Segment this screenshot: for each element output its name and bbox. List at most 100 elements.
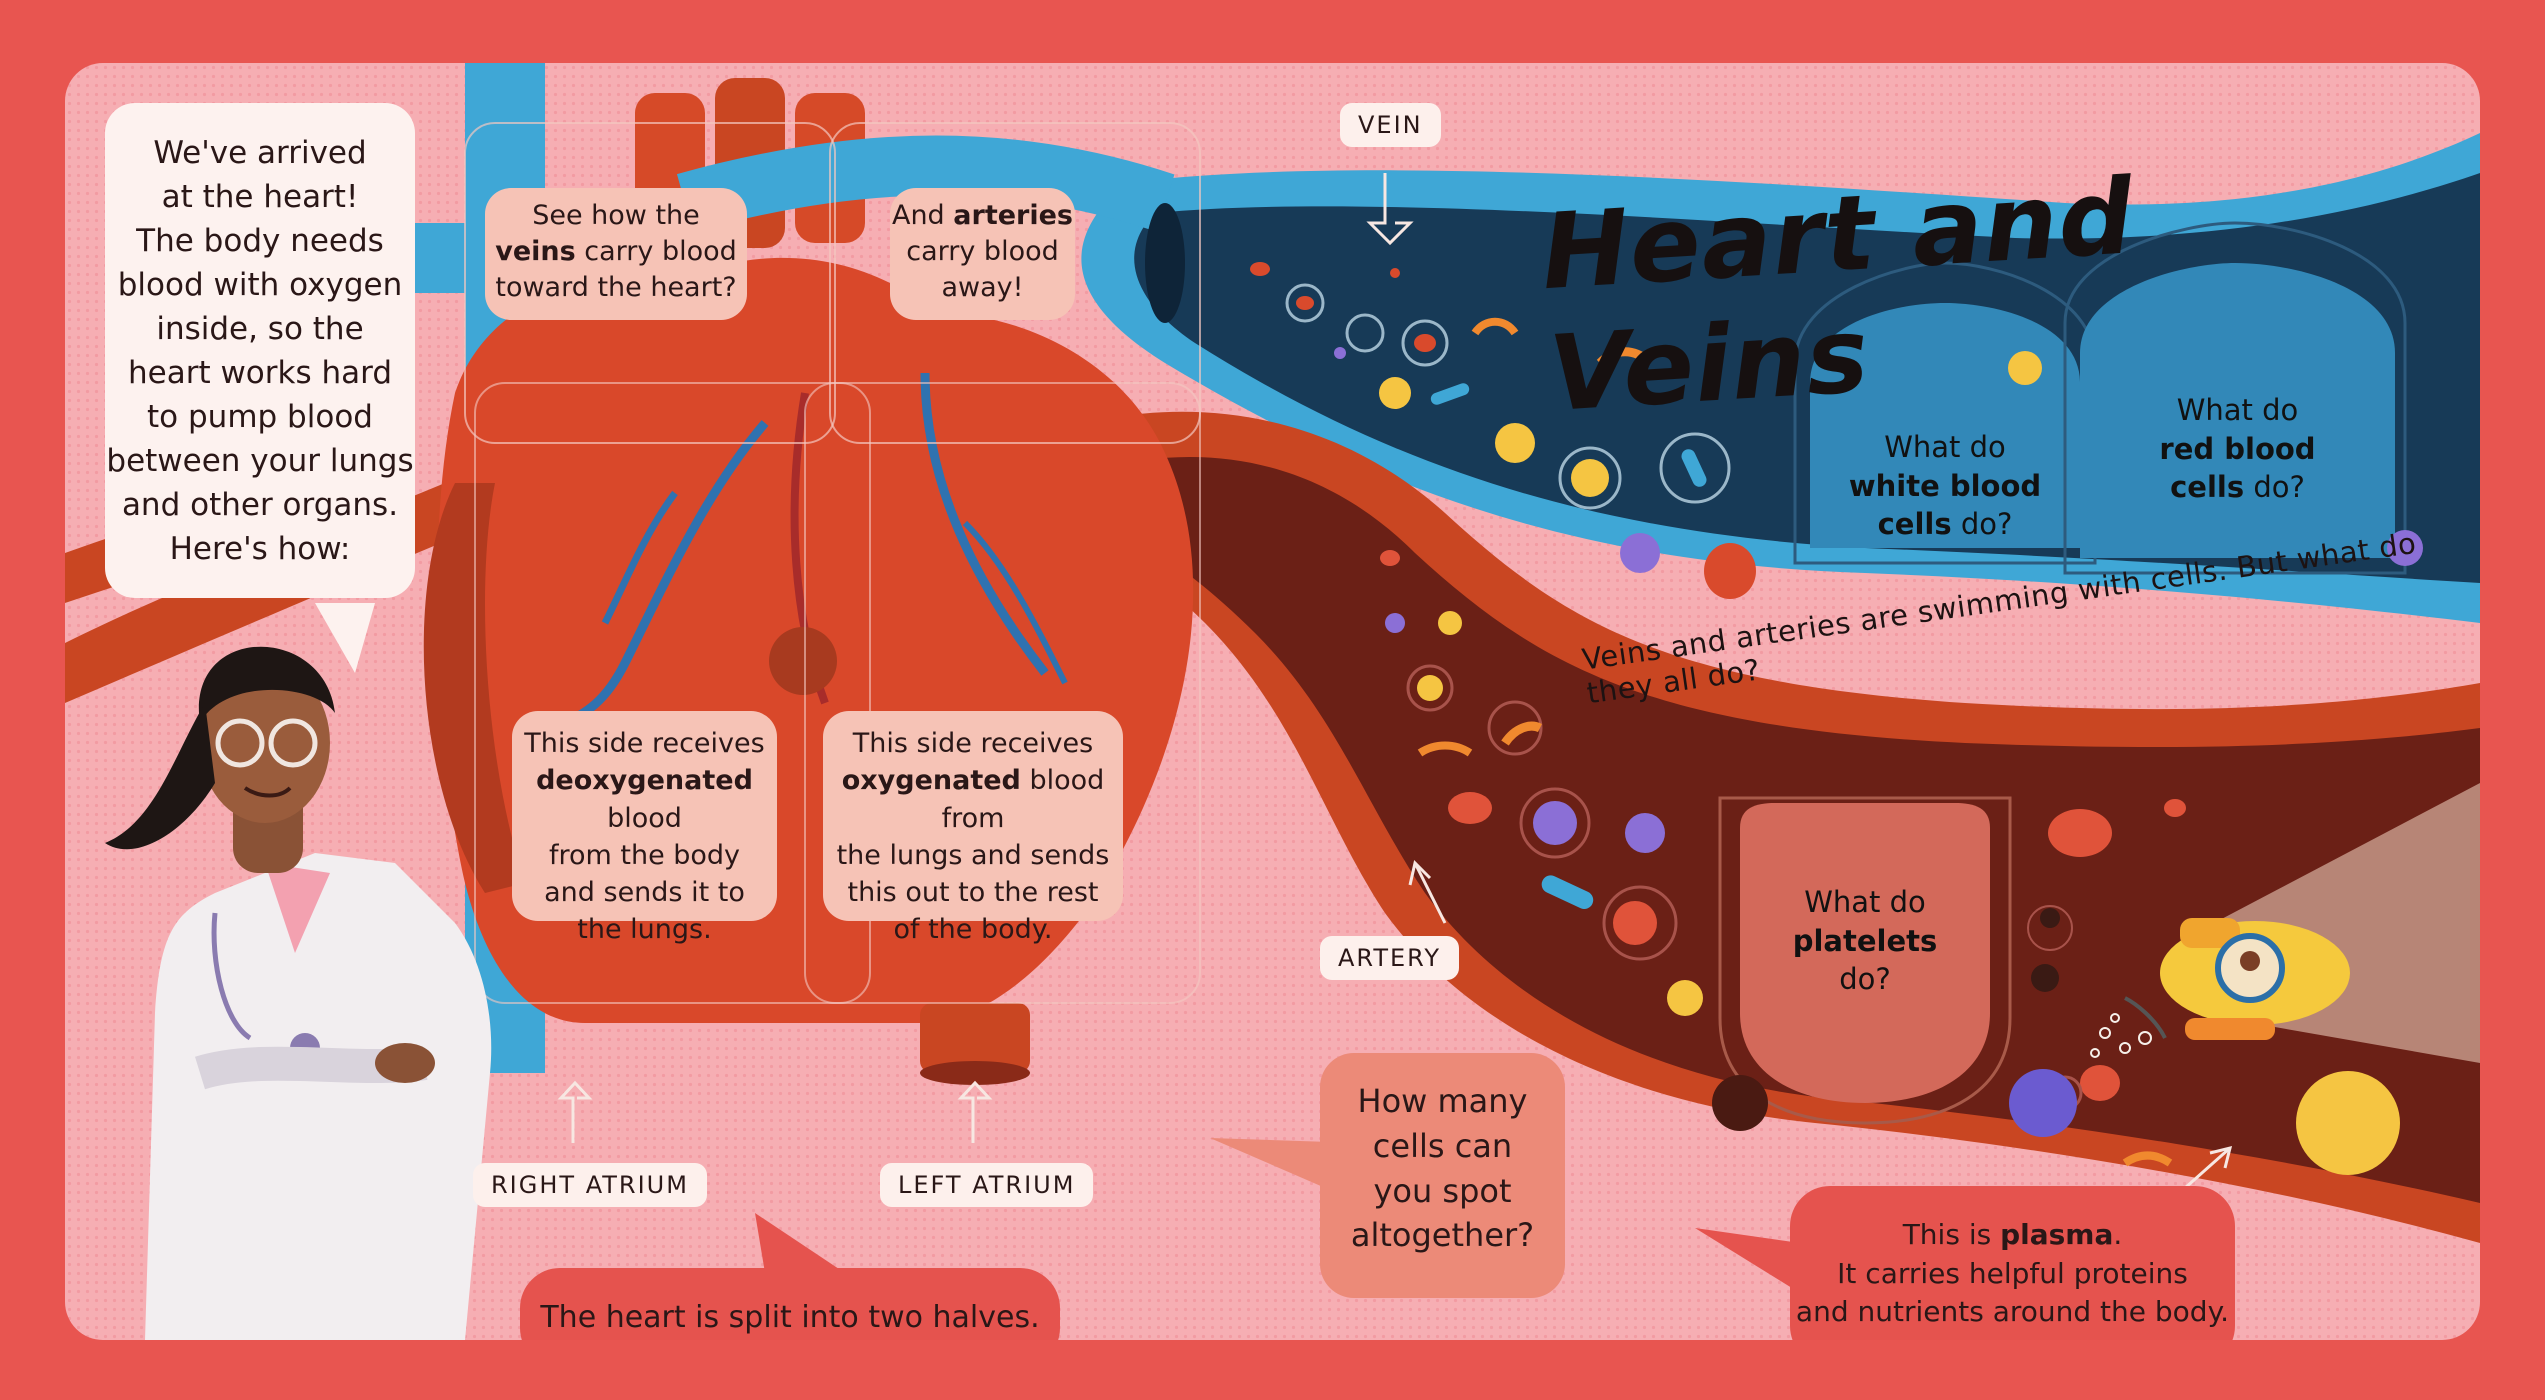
intro-line: blood with oxygen [117, 267, 403, 304]
right-side-flap[interactable]: This side receives deoxygenated blood fr… [512, 711, 777, 945]
arteries-line2: carry blood [906, 235, 1059, 267]
cell-bubble-icon [1285, 283, 1325, 323]
purple-cell-icon [1385, 613, 1405, 633]
right-line3: from the body [548, 839, 741, 871]
dark-cell-icon [2040, 908, 2060, 928]
submarine-icon [2090, 918, 2350, 1058]
platelet-icon [1541, 875, 1594, 910]
purple-cell-icon [2387, 530, 2423, 566]
white-cell-icon [1667, 980, 1703, 1016]
intro-line: Here's how: [169, 531, 351, 568]
count-bubble: How many cells can you spot altogether? [1320, 1053, 1565, 1298]
veins-bold: veins [495, 235, 576, 267]
flap-outline-left [804, 382, 1201, 1004]
left-line1: This side receives [852, 728, 1094, 759]
right-bold: deoxygenated [536, 765, 753, 797]
count-line: you spot [1373, 1171, 1512, 1210]
cell-bubble-icon [2027, 905, 2073, 951]
red-line1: What do [2176, 393, 2299, 427]
intro-line: heart works hard [127, 355, 392, 392]
dark-cell-icon [1712, 1075, 1768, 1131]
doctor-figure [105, 646, 492, 1340]
left-atrium-label: LEFT ATRIUM [880, 1163, 1094, 1207]
count-line: cells can [1372, 1126, 1513, 1165]
plasma-line3: and nutrients around the body. [1795, 1295, 2230, 1329]
intro-line: The body needs [136, 223, 384, 260]
split-caption: The heart is split into two halves. [540, 1300, 1040, 1335]
red-cell-icon [2080, 1065, 2120, 1101]
red-cell-icon [2048, 809, 2112, 857]
red-cell-icon [1613, 901, 1657, 945]
flap-outline-veins [464, 122, 836, 444]
white-cell-icon [1417, 675, 1443, 701]
purple-cell-icon [1625, 813, 1665, 853]
intro-line: and other organs. [121, 487, 399, 524]
right-line5: the lungs. [577, 914, 712, 946]
flap-outline-arteries [829, 122, 1201, 444]
intro-line: between your lungs [106, 443, 414, 480]
coronary-vein-left-2 [601, 490, 678, 625]
red-bold2: cells [2170, 470, 2245, 505]
plasma-arrow-head-icon [2209, 1145, 2233, 1169]
left-side-flap[interactable]: This side receives oxygenated blood from… [823, 711, 1123, 945]
plasma-bold: plasma [2000, 1218, 2114, 1251]
cell-bubble-icon [1345, 313, 1385, 353]
lower-vessel [920, 1003, 1030, 1073]
red-bold1: red blood [2159, 431, 2316, 466]
intro-line: at the heart! [161, 179, 359, 216]
orange-cell-icon [1417, 741, 1473, 757]
left-atrium-arrow-icon [957, 1080, 993, 1143]
platelet-flap [1740, 803, 1990, 1103]
flap-hinge [769, 627, 837, 695]
red-cell-icon [1414, 334, 1436, 352]
veins-line3: toward the heart? [495, 271, 737, 303]
platelet-icon [1681, 449, 1707, 487]
artery-arrow-icon [1413, 862, 1447, 924]
vein-link [676, 135, 1175, 232]
white-cell-icon [1495, 423, 1535, 463]
arteries-flap[interactable]: And arteries carry blood away! [890, 188, 1075, 320]
artery-arrow-head-icon [1408, 860, 1432, 886]
veins-post: carry blood [584, 235, 737, 267]
cell-bubble-icon [1659, 432, 1731, 504]
orange-cell-icon [1596, 347, 1654, 367]
dark-cell-icon [2031, 964, 2059, 992]
lower-vessel-opening [920, 1061, 1030, 1085]
red-cells-flap[interactable]: What do red blood cells do? [2080, 391, 2395, 507]
red-post: do? [2253, 470, 2305, 505]
purple-cell-icon [1533, 801, 1577, 845]
cell-bubble-icon [1487, 700, 1543, 756]
red-cell-icon [1250, 262, 1270, 276]
plasma-post: . [2113, 1218, 2123, 1251]
veins-flap[interactable]: See how the veins carry blood toward the… [485, 188, 747, 320]
white-cell-icon [1571, 459, 1609, 497]
intro-bubble-tail [315, 603, 375, 673]
veins-pre: See how the [532, 200, 700, 231]
coronary-vein-right-2 [962, 520, 1068, 685]
white-bold1: white blood [1848, 468, 2042, 503]
white-post: do? [1960, 507, 2013, 542]
left-line5: of the body. [893, 914, 1053, 946]
white-cell-icon [2296, 1071, 2400, 1175]
plasma-bubble-tail [1695, 1228, 1800, 1293]
cell-bubble-icon [1519, 787, 1591, 859]
vein-label: VEIN [1340, 103, 1441, 147]
red-cell-icon [1390, 268, 1400, 278]
red-cell-icon [1380, 550, 1400, 566]
white-cell-icon [2008, 351, 2042, 385]
split-caption-bubble: The heart is split into two halves. [520, 1268, 1060, 1340]
white-cells-flap[interactable]: What do white blood cells do? [1810, 428, 2080, 544]
platelets-post: do? [1839, 962, 1891, 997]
purple-cell-icon [2009, 1069, 2077, 1137]
arteries-line3: away! [941, 271, 1024, 303]
red-cell-icon [1448, 792, 1492, 824]
platelets-bold: platelets [1792, 923, 1938, 958]
cell-bubble-icon [1406, 664, 1454, 712]
right-line4: and sends it to [544, 877, 745, 908]
right-atrium-arrow-icon [557, 1080, 593, 1143]
right-post: blood [607, 802, 682, 834]
count-line: altogether? [1350, 1216, 1535, 1255]
white-cell-icon [1438, 611, 1462, 635]
orange-cell-icon [2122, 1151, 2173, 1167]
platelets-flap[interactable]: What do platelets do? [1740, 883, 1990, 999]
